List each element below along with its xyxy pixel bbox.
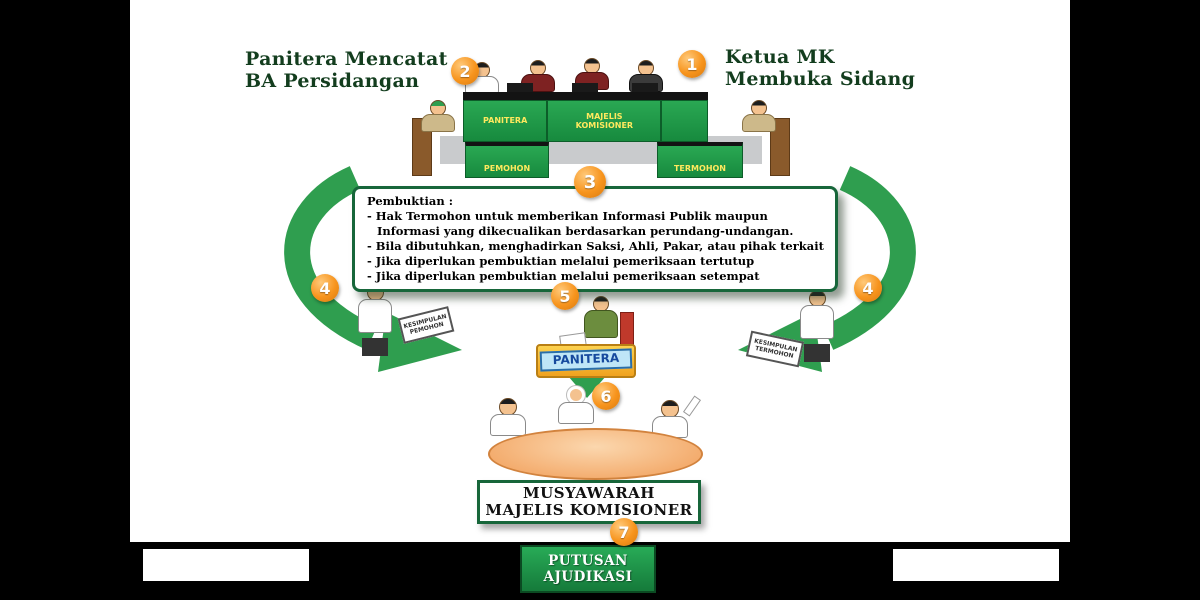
person-body <box>490 414 526 436</box>
pembuktian-item: - Jika diperlukan pembuktian melalui pem… <box>367 268 760 283</box>
commissioner-figure <box>558 386 594 424</box>
pembuktian-item: - Jika diperlukan pembuktian melalui pem… <box>367 253 755 268</box>
pemohon-figure <box>421 100 455 132</box>
caption-ketua-mk: Ketua MK Membuka Sidang <box>725 46 916 91</box>
meeting-table <box>488 428 703 480</box>
bottom-left-box <box>143 549 309 581</box>
step-badge-2: 2 <box>451 57 479 85</box>
person-body <box>558 402 594 424</box>
bench-blank-section <box>662 101 707 141</box>
desk-label-text: PEMOHON <box>483 164 531 173</box>
monitor-icon <box>572 83 598 93</box>
step-badge-5: 5 <box>551 282 579 310</box>
person-body <box>358 299 392 333</box>
judges-bench: PANITERA MAJELIS KOMISIONER <box>463 100 708 142</box>
commissioner-figure <box>490 398 526 436</box>
person-figure <box>800 290 834 339</box>
pemohon-desk: PEMOHON <box>465 142 549 178</box>
desk-label-panitera: PANITERA <box>464 101 549 141</box>
pembuktian-title: Pembuktian : <box>367 194 453 208</box>
termohon-chair <box>770 118 790 176</box>
step-badge-7: 7 <box>610 518 638 546</box>
panitera-desk-sign: PANITERA <box>539 348 633 372</box>
bottom-right-box <box>893 549 1059 581</box>
person-legs <box>804 344 830 362</box>
person-body <box>584 310 618 338</box>
pembuktian-item: - Bila dibutuhkan, menghadirkan Saksi, A… <box>367 238 824 253</box>
pembuktian-box: Pembuktian : - Hak Termohon untuk member… <box>352 186 838 292</box>
panitera-figure <box>584 296 618 338</box>
step-badge-4-right: 4 <box>854 274 882 302</box>
person-legs <box>362 338 388 356</box>
termohon-desk: TERMOHON <box>657 142 743 178</box>
step-badge-4-left: 4 <box>311 274 339 302</box>
step-badge-1: 1 <box>678 50 706 78</box>
pembuktian-item: - Hak Termohon untuk memberikan Informas… <box>367 208 794 238</box>
person-body <box>421 114 455 132</box>
monitor-icon <box>507 83 533 93</box>
putusan-box: PUTUSAN AJUDIKASI <box>520 545 656 593</box>
desk-label-text: PANITERA <box>483 116 528 126</box>
musyawarah-box: MUSYAWARAH MAJELIS KOMISIONER <box>477 480 701 524</box>
bench-top <box>463 92 708 102</box>
step-badge-6: 6 <box>592 382 620 410</box>
desk-label-text: TERMOHON <box>673 164 727 173</box>
desk-label-text: MAJELIS KOMISIONER <box>575 111 634 130</box>
step-badge-3: 3 <box>574 166 606 198</box>
person-body <box>800 305 834 339</box>
monitor-icon <box>632 83 658 93</box>
termohon-figure <box>742 100 776 132</box>
person-body <box>742 114 776 132</box>
desk-label-majelis: MAJELIS KOMISIONER <box>548 101 663 141</box>
caption-panitera-mencatat: Panitera Mencatat BA Persidangan <box>245 48 448 93</box>
